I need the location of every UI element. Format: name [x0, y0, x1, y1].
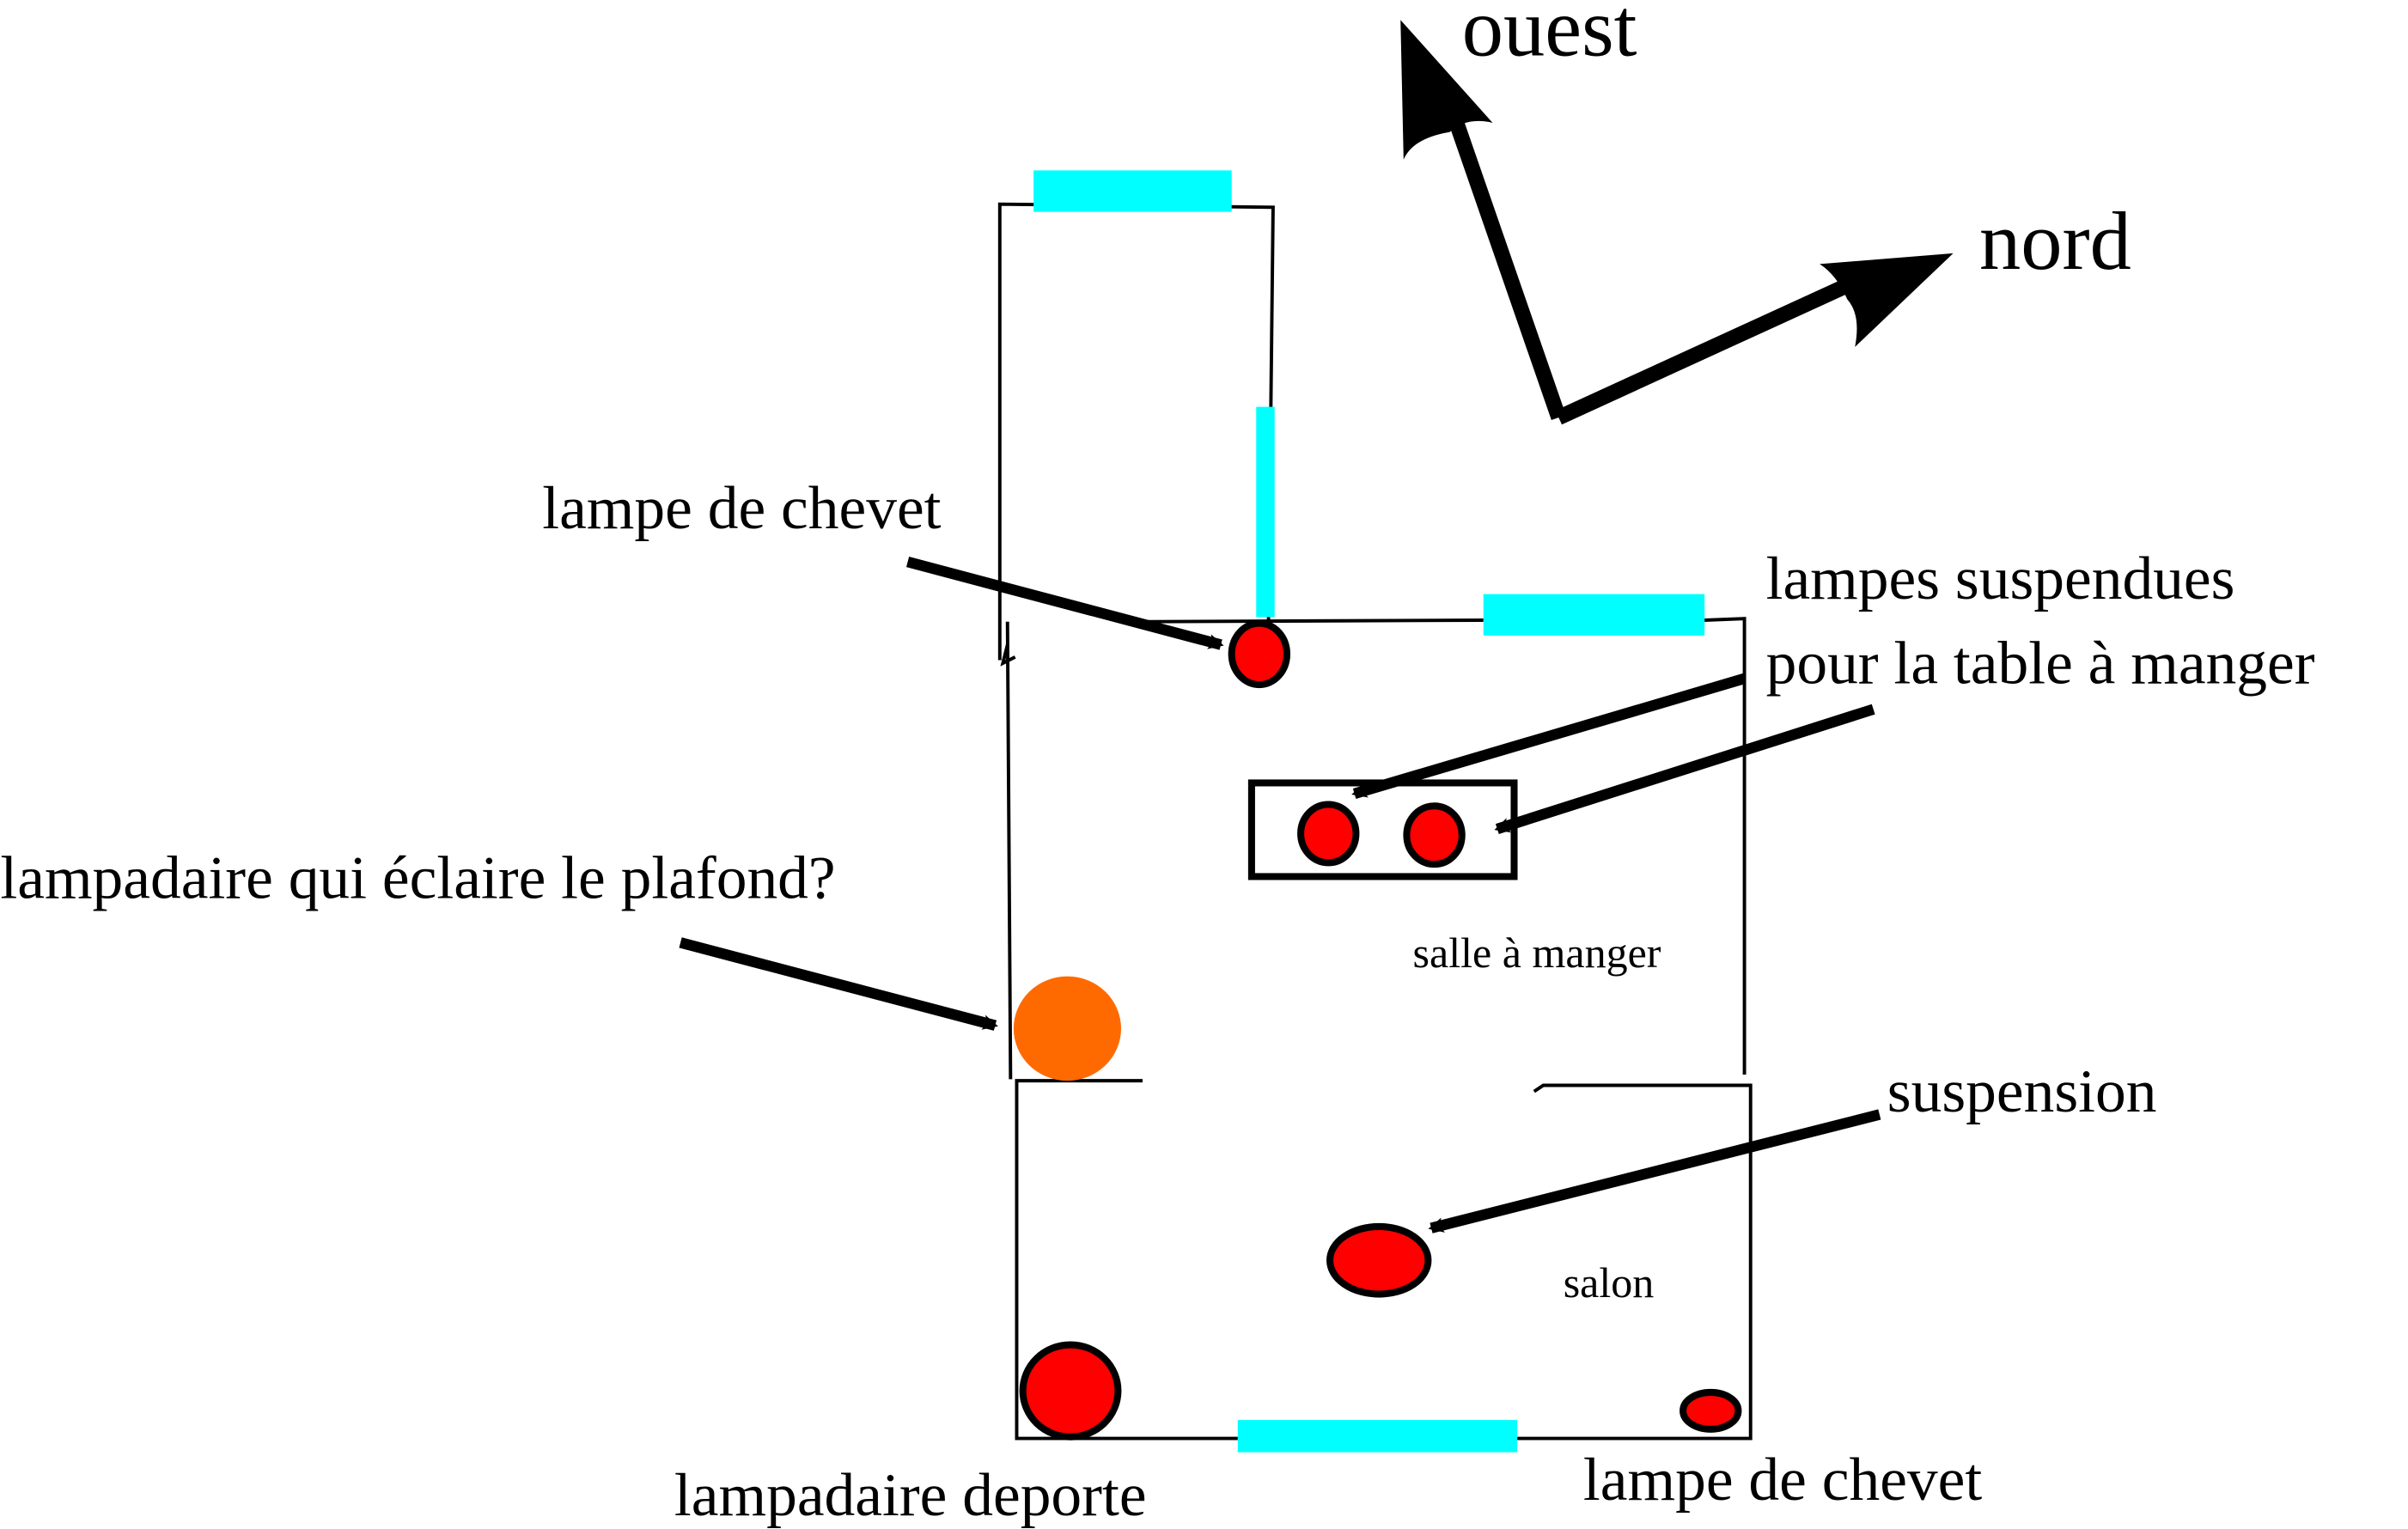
label-suspension: suspension [1887, 1057, 2157, 1125]
arrow-suspension [1428, 1109, 1881, 1234]
compass-icon [1400, 20, 1954, 425]
window-living-room [1237, 1420, 1518, 1453]
window-dining-room [1483, 594, 1705, 636]
living-room-walls [1015, 1079, 1753, 1441]
bedside-lamp-top [1228, 619, 1291, 689]
uplight-floor-lamp [1013, 976, 1121, 1081]
offset-floor-lamp [1019, 1341, 1122, 1441]
label-ceiling-floor-lamp: lampadaire qui éclaire le plafond? [0, 844, 835, 911]
arrow-pendant-lamp-2 [1494, 704, 1875, 835]
label-pendant-lamps-line1: lampes suspendues [1766, 545, 2235, 612]
label-bedside-lamp-top: lampe de chevet [542, 474, 941, 542]
arrow-uplight [679, 937, 998, 1031]
window-bedroom-top [1033, 170, 1232, 212]
arrow-pendant-lamp-1 [1351, 673, 1747, 799]
pendant-lamp-2 [1403, 802, 1466, 868]
arrow-north-icon [1820, 253, 1954, 347]
compass-west-label: ouest [1462, 0, 1637, 73]
room-label-dining-room: salle à manger [1413, 929, 1661, 977]
dining-table [1247, 779, 1518, 880]
pendant-lamp-1 [1297, 801, 1360, 867]
room-label-living-room: salon [1564, 1258, 1655, 1307]
bedside-lamp-bottom [1680, 1388, 1742, 1433]
dining-room-walls [1005, 617, 1747, 1080]
label-bedside-lamp-bottom: lampe de chevet [1583, 1446, 1982, 1514]
arrow-west-icon [1400, 20, 1493, 160]
label-offset-floor-lamp: lampadaire deporte [674, 1461, 1147, 1529]
label-pendant-lamps-line2: pour la table à manger [1766, 629, 2315, 697]
window-bedroom-side [1256, 406, 1275, 618]
compass-north-label: nord [1979, 195, 2131, 287]
arrow-bedside-lamp-top [905, 557, 1224, 650]
suspension-lamp [1326, 1222, 1432, 1298]
